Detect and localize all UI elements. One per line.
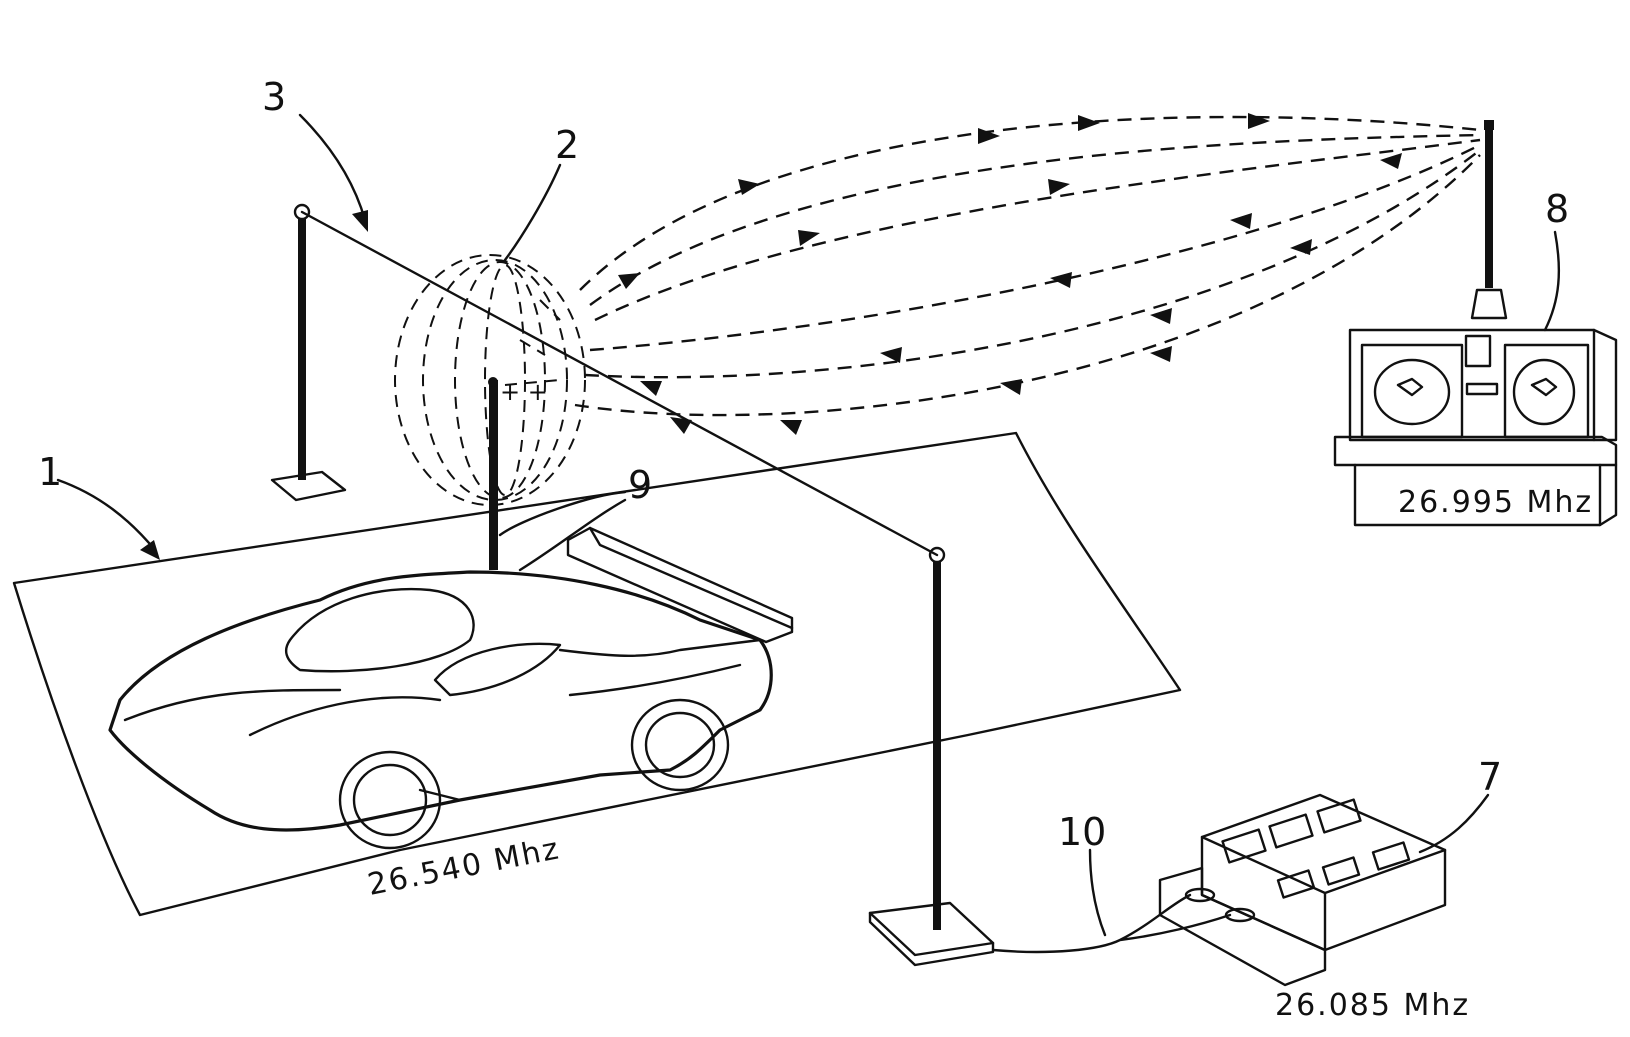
antenna-field-lines: + + xyxy=(394,254,586,506)
rc-car: 26.540 Mhz xyxy=(108,377,794,903)
reference-labels: 1 3 2 8 9 7 10 xyxy=(38,75,1569,937)
timing-unit: 26.085 Mhz xyxy=(991,793,1470,1023)
svg-text:+ +: + + xyxy=(500,378,548,406)
label-antenna-loop: 3 xyxy=(262,75,286,119)
antenna-wire xyxy=(300,210,939,557)
label-remote: 8 xyxy=(1545,187,1569,231)
label-car-antenna: 9 xyxy=(628,463,652,507)
car-frequency: 26.540 Mhz xyxy=(365,831,563,903)
label-timing-unit: 7 xyxy=(1478,755,1502,799)
track-mat xyxy=(12,431,1182,917)
remote-control: 26.995 Mhz xyxy=(1333,120,1618,527)
label-cable: 10 xyxy=(1058,810,1106,854)
radio-links xyxy=(574,113,1481,435)
label-track: 1 xyxy=(38,450,62,494)
right-pole xyxy=(868,546,995,967)
timing-unit-frequency: 26.085 Mhz xyxy=(1275,988,1470,1023)
label-field: 2 xyxy=(555,123,579,167)
cable xyxy=(991,893,1232,954)
remote-frequency: 26.995 Mhz xyxy=(1398,485,1593,520)
left-pole xyxy=(270,203,347,502)
